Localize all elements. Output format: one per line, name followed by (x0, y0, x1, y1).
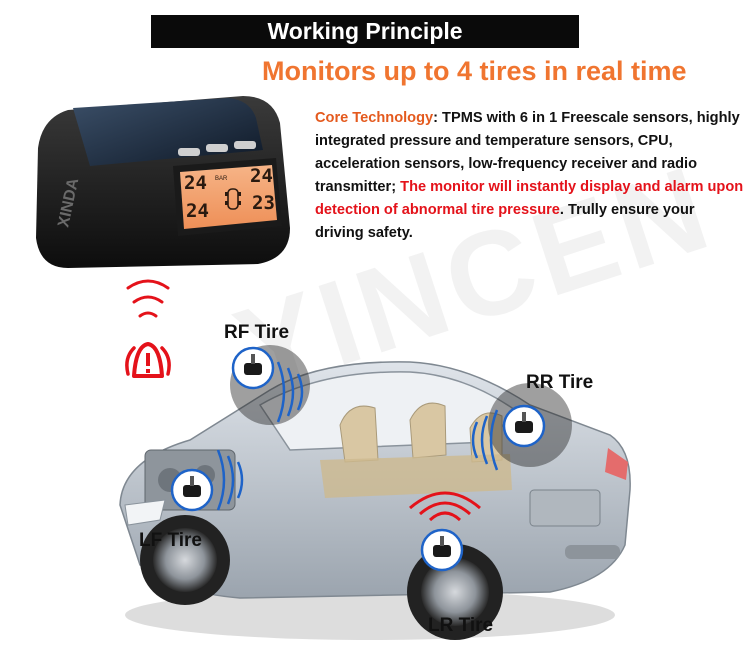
lcd-unit: BAR (215, 176, 228, 182)
lcd-car-icon (225, 188, 241, 210)
description-text: Core Technology: TPMS with 6 in 1 Freesc… (315, 107, 745, 245)
headline: Monitors up to 4 tires in real time (262, 56, 687, 86)
tire-label-lf: LF Tire (139, 530, 202, 551)
core-technology-label: Core Technology (315, 110, 434, 126)
lcd-reading-right-bottom: 23 (252, 192, 275, 214)
signal-wave-icon (216, 449, 244, 511)
description-part2: . Trully ensure your driving safety. (315, 202, 695, 241)
description-highlight: The monitor will instantly display and a… (315, 179, 744, 218)
sensor-icon-lr (420, 528, 464, 572)
alarm-signal-waves (126, 279, 170, 318)
description-part1: : TPMS with 6 in 1 Freescale sensors, hi… (315, 110, 740, 195)
alarm-triangle-icon (125, 342, 171, 378)
lcd-reading-left-top: 24 (184, 172, 207, 194)
car-illustration (119, 345, 631, 640)
sensor-icon-rf (231, 346, 275, 390)
tire-label-lr: LR Tire (428, 615, 494, 636)
lcd-reading-left-bottom: 24 (186, 200, 209, 222)
signal-wave-icon (276, 361, 304, 423)
sensor-icon-rr (502, 404, 546, 448)
alarm-signal-waves (409, 491, 481, 522)
lcd-reading-right-top: 24 (250, 165, 273, 187)
tire-label-rr: RR Tire (526, 372, 594, 393)
signal-wave-icon (471, 409, 499, 471)
page-title: Working Principle (151, 15, 579, 48)
tire-label-rf: RF Tire (224, 322, 290, 343)
sensor-icon-lf (170, 468, 214, 512)
